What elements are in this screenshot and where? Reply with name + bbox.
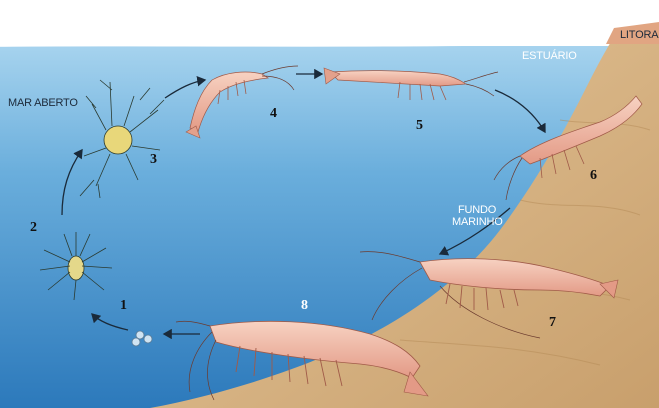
fundo-label: FUNDO [458,204,496,216]
sea-surface [0,40,612,46]
stage-number-3: 3 [150,152,157,168]
stage-number-1: 1 [120,298,127,314]
mar-aberto-label: MAR ABERTO [8,97,78,109]
stage-number-6: 6 [590,168,597,184]
estuario-label: ESTUÁRIO [522,50,577,62]
stage-number-4: 4 [270,106,277,122]
stage-number-5: 5 [416,118,423,134]
litoral-label: LITORAL [620,29,659,41]
stage-number-7: 7 [549,315,556,331]
stage-number-8: 8 [301,298,308,314]
stage-number-2: 2 [30,220,37,236]
marinho-label: MARINHO [452,216,503,228]
